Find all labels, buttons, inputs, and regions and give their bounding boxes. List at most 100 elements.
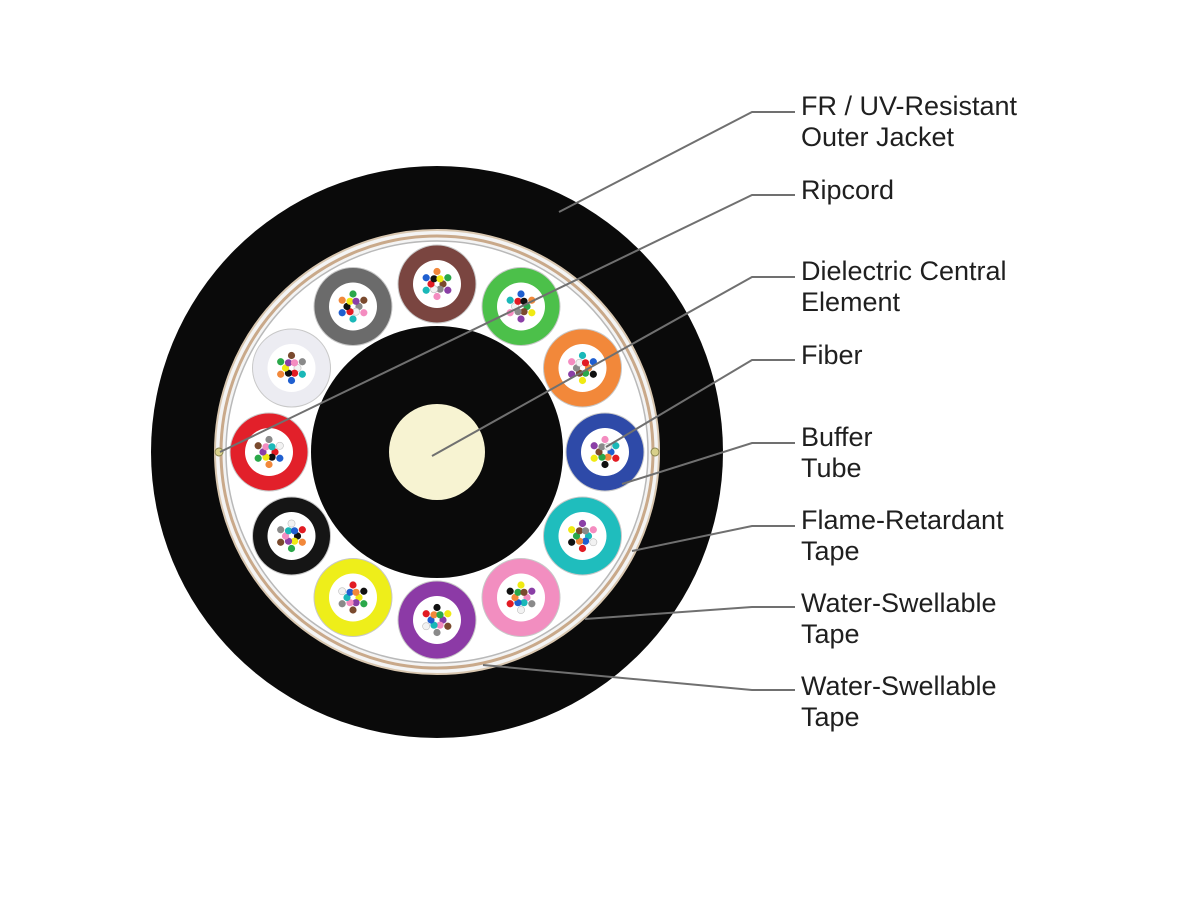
callout-central-element: Dielectric Central Element <box>801 256 1007 318</box>
buffer-tube-gel <box>497 573 545 622</box>
callout-buffer-tube: Buffer Tube <box>801 422 873 484</box>
fiber <box>444 610 452 618</box>
fiber <box>581 537 590 545</box>
fiber <box>343 302 351 311</box>
fiber <box>433 628 441 637</box>
fiber <box>427 616 435 624</box>
fiber <box>284 369 293 377</box>
fiber <box>265 460 273 469</box>
fiber <box>284 537 293 545</box>
fiber <box>271 448 279 456</box>
buffer-tube-gel <box>267 512 316 560</box>
callout-ripcord: Ripcord <box>801 175 894 206</box>
leader-ripcord <box>219 194 795 453</box>
fiber <box>352 297 360 305</box>
fiber <box>338 600 346 608</box>
fiber <box>254 442 262 450</box>
fiber <box>581 527 590 535</box>
fiber <box>520 297 528 305</box>
fiber <box>349 315 357 323</box>
fiber <box>604 453 612 461</box>
fiber <box>589 526 597 534</box>
callout-fiber-line-1: Fiber <box>801 340 863 370</box>
buffer-tube-rose <box>481 557 561 637</box>
callout-water-swellable-tape-2: Water-Swellable Tape <box>801 671 997 733</box>
leader-water-swellable-tape-1 <box>584 606 795 620</box>
fiber <box>284 359 293 367</box>
fiber <box>517 606 525 614</box>
fiber <box>290 537 299 545</box>
buffer-tube-violet <box>397 580 477 660</box>
fiber <box>277 370 285 378</box>
leader-fiber <box>605 359 795 448</box>
leader-outer-jacket <box>558 111 795 213</box>
buffer-tube-orange <box>542 328 622 408</box>
fiber <box>590 454 598 462</box>
fiber <box>589 538 598 547</box>
fiber <box>360 587 368 595</box>
fiber <box>343 593 351 602</box>
fiber <box>433 292 441 301</box>
buffer-tube-gel <box>413 260 461 308</box>
fiber <box>360 309 368 317</box>
fiber <box>277 526 285 534</box>
fiber <box>578 376 587 385</box>
fiber <box>433 267 441 276</box>
fiber <box>298 358 306 366</box>
leader-flame-retardant-tape <box>631 525 795 552</box>
callout-central-element-line-1: Dielectric Central <box>801 256 1007 286</box>
buffer-tube-aqua <box>542 496 622 576</box>
fiber <box>520 308 528 316</box>
fiber <box>506 600 514 608</box>
fiber <box>287 519 296 528</box>
fiber <box>298 526 306 534</box>
buffer-tube-white <box>252 328 332 408</box>
ripcord-right <box>650 447 660 457</box>
fiber <box>581 359 590 367</box>
callout-buffer-tube-line-1: Buffer <box>801 422 873 452</box>
callout-water-swellable-tape-1: Water-Swellable Tape <box>801 588 997 650</box>
callout-flame-retardant-tape-line-1: Flame-Retardant <box>801 505 1004 535</box>
fiber <box>439 616 447 624</box>
fiber <box>281 532 290 540</box>
fiber <box>346 297 354 305</box>
fiber <box>511 593 519 602</box>
fiber <box>276 454 284 462</box>
fiber <box>568 526 576 534</box>
fiber <box>265 435 273 444</box>
fiber <box>422 274 430 282</box>
fiber <box>520 588 528 596</box>
fiber <box>601 435 609 444</box>
fiber <box>517 315 525 323</box>
fiber <box>290 359 299 367</box>
fiber <box>528 309 536 317</box>
fiber <box>514 297 522 305</box>
fiber <box>275 441 284 450</box>
fiber <box>528 587 536 595</box>
fiber <box>590 442 598 450</box>
callout-water-swellable-tape-1-line-1: Water-Swellable <box>801 588 997 618</box>
buffer-tube-gel <box>329 282 377 331</box>
fiber <box>575 537 584 545</box>
callout-flame-retardant-tape: Flame-Retardant Tape <box>801 505 1004 567</box>
fiber <box>578 519 587 528</box>
fiber <box>298 538 306 546</box>
fiber <box>430 611 438 619</box>
fiber <box>298 370 306 378</box>
callout-flame-retardant-tape-line-2: Tape <box>801 536 860 566</box>
dielectric-central-element <box>389 404 485 500</box>
leader-central-element <box>431 276 795 457</box>
buffer-tube-brown <box>397 244 477 324</box>
fiber <box>598 443 606 451</box>
fiber <box>612 454 620 462</box>
fiber <box>290 369 299 377</box>
fiber <box>568 538 576 546</box>
fiber <box>444 286 452 294</box>
fiber <box>346 308 354 316</box>
fiber <box>290 527 299 535</box>
fiber <box>595 448 603 456</box>
fiber <box>293 532 302 540</box>
callout-water-swellable-tape-1-line-2: Tape <box>801 619 860 649</box>
callout-outer-jacket-line-2: Outer Jacket <box>801 122 955 152</box>
